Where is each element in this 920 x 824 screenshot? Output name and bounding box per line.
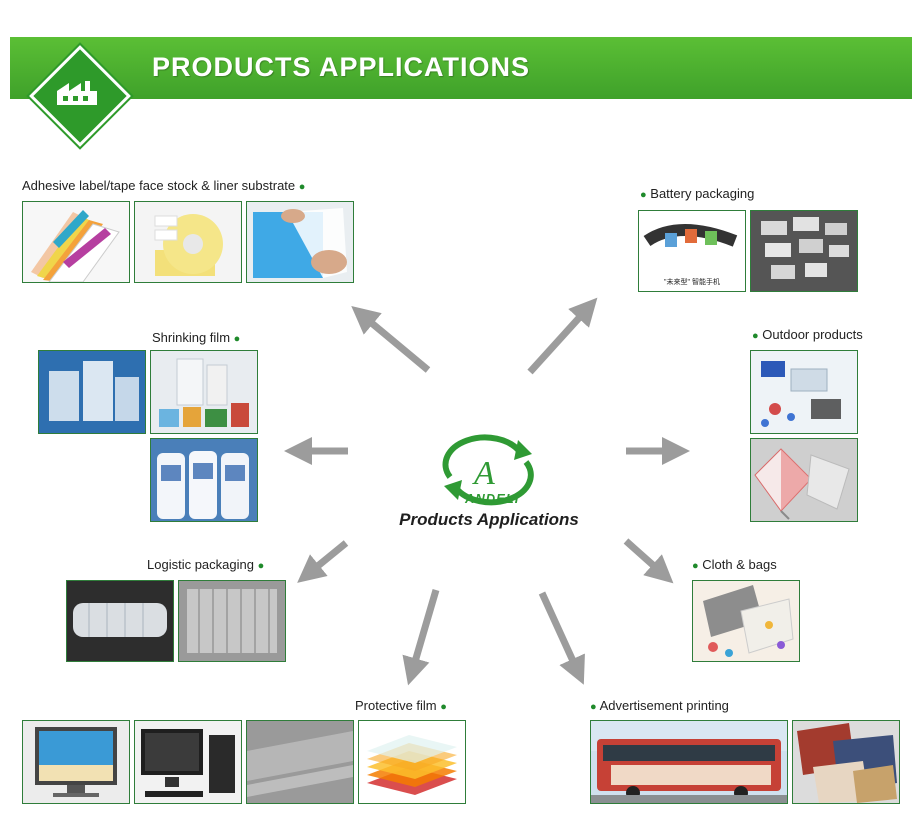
label-battery: ● Battery packaging: [640, 186, 755, 201]
photo-adhesive-labels: [22, 201, 130, 283]
photo-acrylic-layers: [358, 720, 466, 804]
andeli-logo-icon: A: [442, 434, 534, 506]
factory-icon: [57, 81, 97, 105]
label-logistic: Logistic packaging ●: [147, 557, 265, 572]
photo-battery-pouches: [750, 210, 858, 292]
photo-shrink-products: [150, 350, 258, 434]
photo-cloth-bags: [692, 580, 800, 662]
arrow-adhesive: [351, 306, 431, 373]
label-protective: Protective film ●: [355, 698, 447, 713]
label-cloth: ● Cloth & bags: [692, 557, 777, 572]
photo-liner-peel: [246, 201, 354, 283]
photo-computer: [134, 720, 242, 804]
photo-bus-ad: [590, 720, 788, 804]
photo-air-column-bag: [66, 580, 174, 662]
photo-label-roll: [134, 201, 242, 283]
battery-photo-caption: "未来型" 智能手机: [664, 279, 720, 286]
center-title: Products Applications: [399, 510, 579, 529]
photo-monitor-beach: [22, 720, 130, 804]
photo-print-posters: [792, 720, 900, 804]
label-adhesive: Adhesive label/tape face stock & liner s…: [22, 178, 306, 193]
page-title: PRODUCTS APPLICATIONS: [152, 52, 531, 82]
photo-shrink-bottles: [150, 438, 258, 522]
arrow-logistic: [297, 540, 349, 583]
label-shrinking: Shrinking film ●: [152, 330, 241, 345]
arrow-cloth: [623, 538, 674, 584]
photo-outdoor-umbrella: [750, 438, 858, 522]
label-outdoor: ● Outdoor products: [752, 327, 863, 342]
photo-shrink-rolls: [38, 350, 146, 434]
header-banner: [10, 37, 912, 99]
photo-outdoor-items: [750, 350, 858, 434]
arrow-battery: [527, 297, 598, 375]
svg-text:A: A: [472, 455, 495, 492]
label-advertisement: ● Advertisement printing: [590, 698, 729, 713]
photo-battery-phones: "未来型" 智能手机: [638, 210, 746, 292]
arrow-advertisement: [538, 591, 585, 685]
photo-air-cushions: [178, 580, 286, 662]
brand-name: ANDELI: [465, 491, 520, 506]
photo-steel-sheet: [246, 720, 354, 804]
arrow-protective: [402, 589, 440, 686]
